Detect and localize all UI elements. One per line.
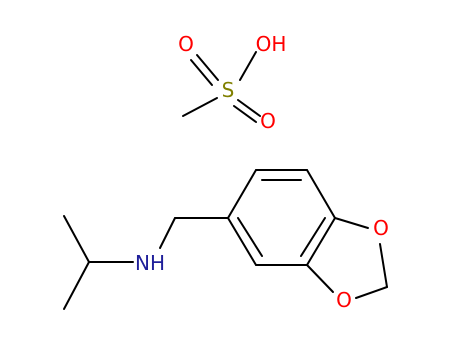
bond-ch3-s (182, 97, 218, 117)
bond-s-o-top-a (196, 54, 219, 81)
bond-s-o-bottom-a (237, 99, 261, 117)
bond-s-o-top-b (190, 59, 213, 86)
atom-nh: NH (135, 251, 165, 275)
isopropyl-benzodioxolylmethylamine: NH O O (63, 169, 389, 312)
ring-bond-4 (306, 217, 336, 266)
atom-o-dioxole-bottom: O (336, 288, 352, 312)
bond-ipr-me-bottom (63, 261, 90, 310)
atom-o-sulfonyl-top: O (178, 32, 194, 56)
bond-o-top-ch2 (379, 243, 388, 288)
bond-o-bottom-ch2 (355, 286, 388, 299)
atom-o-dioxole-top: O (373, 216, 389, 240)
bond-ring-o-top (334, 217, 369, 229)
ring-inner-bond-3 (237, 217, 263, 257)
methanesulfonic-acid: S O O OH (178, 32, 286, 133)
ring-bond-3 (306, 169, 336, 219)
bond-s-oh (239, 51, 257, 81)
bond-n-ch2 (159, 217, 176, 249)
ring-bond-1 (227, 169, 257, 219)
ring-inner-bond-2 (300, 217, 326, 257)
atom-oh: OH (256, 32, 287, 56)
atom-s: S (222, 78, 235, 102)
ring-bond-6 (227, 217, 257, 266)
bond-s-o-bottom-b (233, 105, 257, 123)
bond-ring-o-bottom (306, 264, 334, 293)
bond-ipr-me-top (63, 215, 90, 263)
atom-o-sulfonyl-bottom: O (260, 109, 276, 133)
